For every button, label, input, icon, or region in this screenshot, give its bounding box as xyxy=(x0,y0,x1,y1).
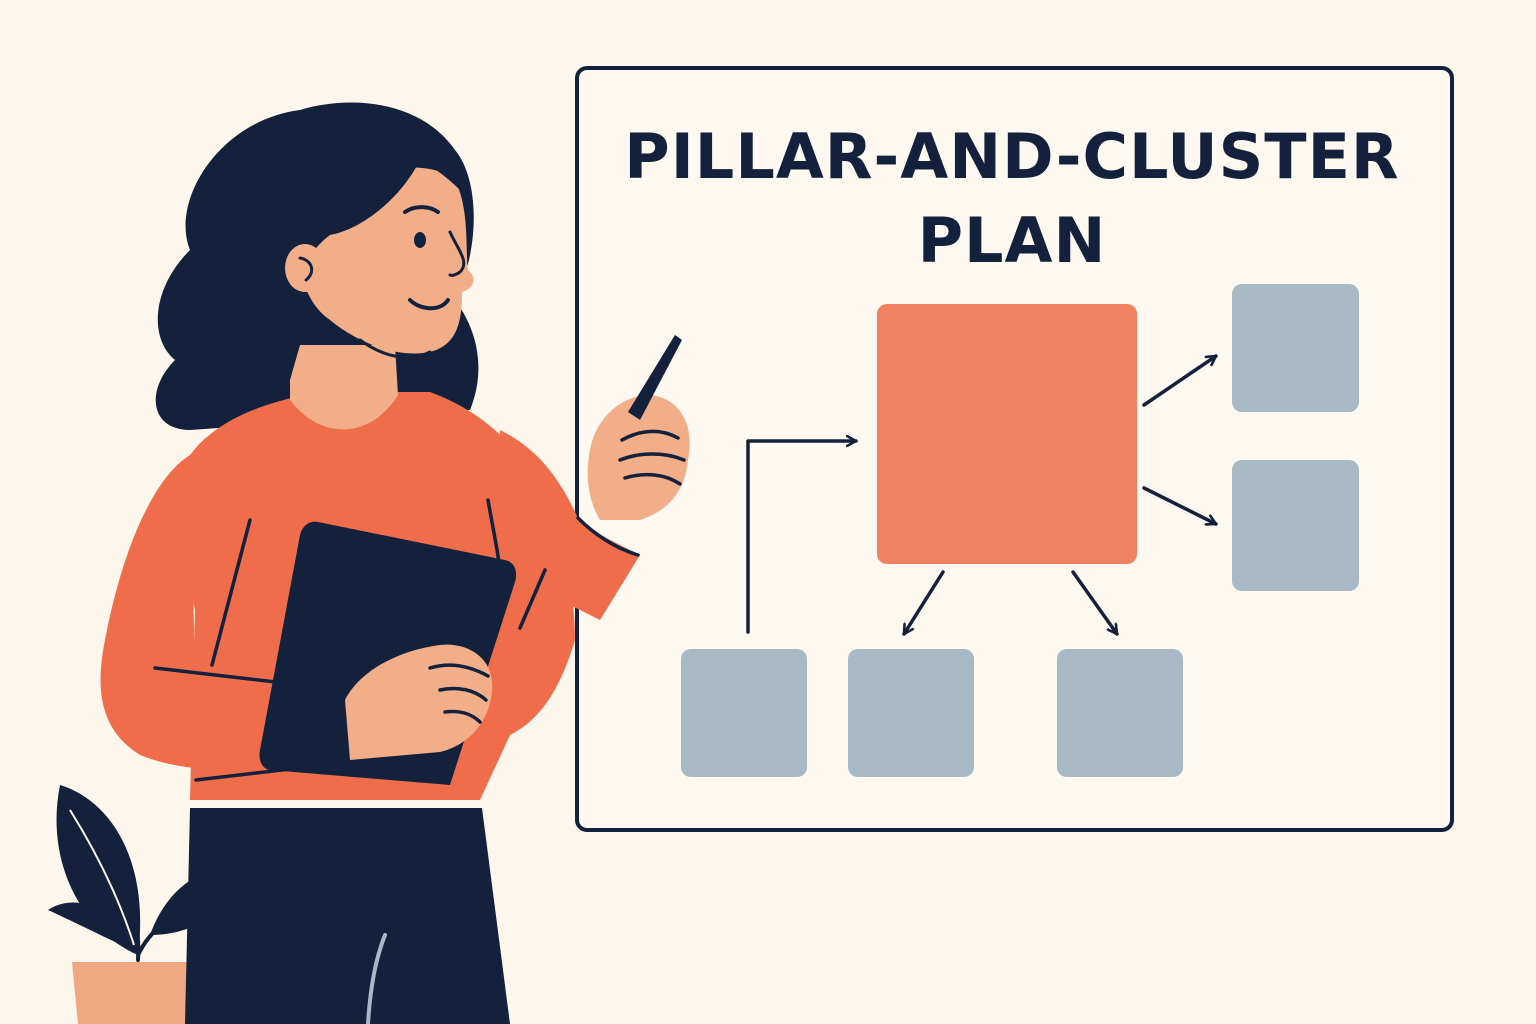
jaw-line xyxy=(358,338,432,359)
arrow-pillar-to-bottom-right xyxy=(1071,570,1119,636)
arm-outline-left xyxy=(153,518,352,782)
nose xyxy=(448,230,466,277)
raised-hand xyxy=(587,395,690,520)
pillar-node xyxy=(877,304,1137,564)
pants xyxy=(185,808,510,1024)
arrow-pillar-to-bottom-center xyxy=(902,570,945,636)
neck xyxy=(290,345,398,430)
ear-detail xyxy=(298,256,314,282)
holding-hand-fingers xyxy=(428,663,490,724)
plant-leaf-vein xyxy=(69,809,135,946)
cluster-node-bottom-left xyxy=(681,649,807,777)
arrow-pillar-to-right-top xyxy=(1142,354,1218,407)
raised-hand-fingers xyxy=(618,429,686,486)
pen xyxy=(628,335,682,420)
arrow-pillar-to-right-bottom xyxy=(1142,486,1218,526)
ear xyxy=(285,244,325,292)
eyebrow xyxy=(403,205,440,214)
plant-leaf-left xyxy=(48,902,128,948)
cluster-node-bottom-right xyxy=(1057,649,1183,777)
presenter-woman xyxy=(100,102,690,1024)
sleeve-cuff-right xyxy=(576,516,640,557)
board-title-line-1: PILLAR-AND-CLUSTER xyxy=(624,120,1399,193)
cluster-node-bottom-center xyxy=(848,649,974,777)
holding-hand xyxy=(345,644,493,760)
shirt-arm-right xyxy=(500,430,640,620)
pants-crease xyxy=(366,933,387,1024)
board-title-line-2: PLAN xyxy=(918,204,1107,277)
plant-pot xyxy=(72,962,216,1024)
plant-leaf-large xyxy=(56,785,141,955)
eye xyxy=(414,232,426,248)
cluster-node-right-top xyxy=(1232,284,1359,412)
shirt-outline-right xyxy=(486,498,547,630)
whiteboard: PILLAR-AND-CLUSTER PLAN xyxy=(575,66,1454,832)
smile xyxy=(408,298,450,311)
arrow-bottom-left-to-pillar xyxy=(746,441,858,634)
cluster-node-right-bottom xyxy=(1232,460,1359,591)
